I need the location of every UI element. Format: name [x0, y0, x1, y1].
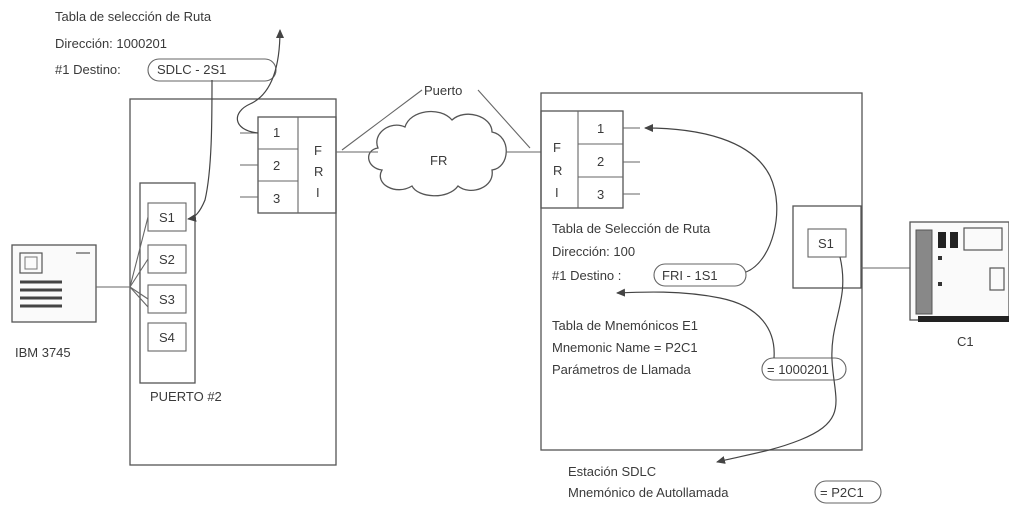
right-node-box: [540, 92, 863, 451]
left-slot-box: [147, 322, 187, 352]
left-slot-label: S4: [159, 330, 175, 345]
left-route-table-dest-label: #1 Destino:: [55, 62, 121, 77]
left-fri-letter: I: [316, 185, 320, 200]
left-port-to-table-arrow: [236, 29, 284, 134]
right-slot-label: S1: [818, 236, 834, 251]
left-fri-port: 1: [273, 125, 280, 140]
ibm-3745-label: IBM 3745: [15, 345, 71, 360]
sdlc-autocall-value: = P2C1: [820, 485, 864, 500]
left-fri-letter: R: [314, 164, 323, 179]
left-slot-label: S3: [159, 292, 175, 307]
c1-station-icon: [909, 221, 1009, 322]
right-fri-port: 3: [597, 187, 604, 202]
left-fri-port: 3: [273, 191, 280, 206]
right-route-table-title: Tabla de Selección de Ruta: [552, 221, 711, 236]
left-route-table-dest-value: SDLC - 2S1: [157, 62, 226, 77]
right-fri-letter: R: [553, 163, 562, 178]
left-dest-to-slot-arrow: [187, 79, 213, 222]
host-to-slots-links: [96, 216, 149, 308]
left-fri-letter: F: [314, 143, 322, 158]
right-slot-group: [792, 205, 862, 289]
port-pointer-left: [341, 89, 423, 151]
left-fri-port: 2: [273, 158, 280, 173]
right-fri-block: F R I 1 2 3: [540, 110, 640, 209]
right-route-table-dest-label: #1 Destino :: [552, 268, 621, 283]
right-fri-port: 2: [597, 154, 604, 169]
frame-relay-cloud: [368, 110, 507, 197]
left-route-table-address: Dirección: 1000201: [55, 36, 167, 51]
right-slot-box: [807, 228, 847, 258]
params-to-route-table-arrow: [616, 288, 775, 359]
left-slots: S1 S2 S3 S4: [147, 202, 187, 352]
c1-label: C1: [957, 334, 974, 349]
cloud-label: FR: [430, 153, 447, 168]
mnemonic-table-title: Tabla de Mnemónicos E1: [552, 318, 698, 333]
right-fri-letter: I: [555, 185, 559, 200]
right-fri-port: 1: [597, 121, 604, 136]
dest-to-fri-port-arrow: [644, 124, 778, 273]
mnemonic-name: Mnemonic Name = P2C1: [552, 340, 698, 355]
left-port-caption: PUERTO #2: [150, 389, 222, 404]
mnemonic-params-label: Parámetros de Llamada: [552, 362, 692, 377]
sdlc-autocall-oval: [814, 480, 882, 504]
mnemonic-params-value: = 1000201: [767, 362, 829, 377]
left-fri-block: 1 2 3 F R I: [240, 116, 337, 214]
sdlc-station-title: Estación SDLC: [568, 464, 656, 479]
right-route-table-dest-value: FRI - 1S1: [662, 268, 718, 283]
left-port-group: [139, 182, 196, 384]
left-route-table-title: Tabla de selección de Ruta: [55, 9, 212, 24]
ibm-3745-icon: [11, 244, 97, 323]
mnemonic-params-oval: [761, 357, 847, 381]
left-node-box: [129, 98, 337, 466]
port-pointer-right: [477, 89, 531, 149]
left-slot-label: S1: [159, 210, 175, 225]
right-route-table-address: Dirección: 100: [552, 244, 635, 259]
right-fri-letter: F: [553, 140, 561, 155]
left-slot-label: S2: [159, 252, 175, 267]
sdlc-autocall-label: Mnemónico de Autollamada: [568, 485, 729, 500]
port-label: Puerto: [424, 83, 462, 98]
slot-to-sdlc-arrow: [716, 256, 844, 464]
right-dest-value-oval: [653, 263, 747, 287]
